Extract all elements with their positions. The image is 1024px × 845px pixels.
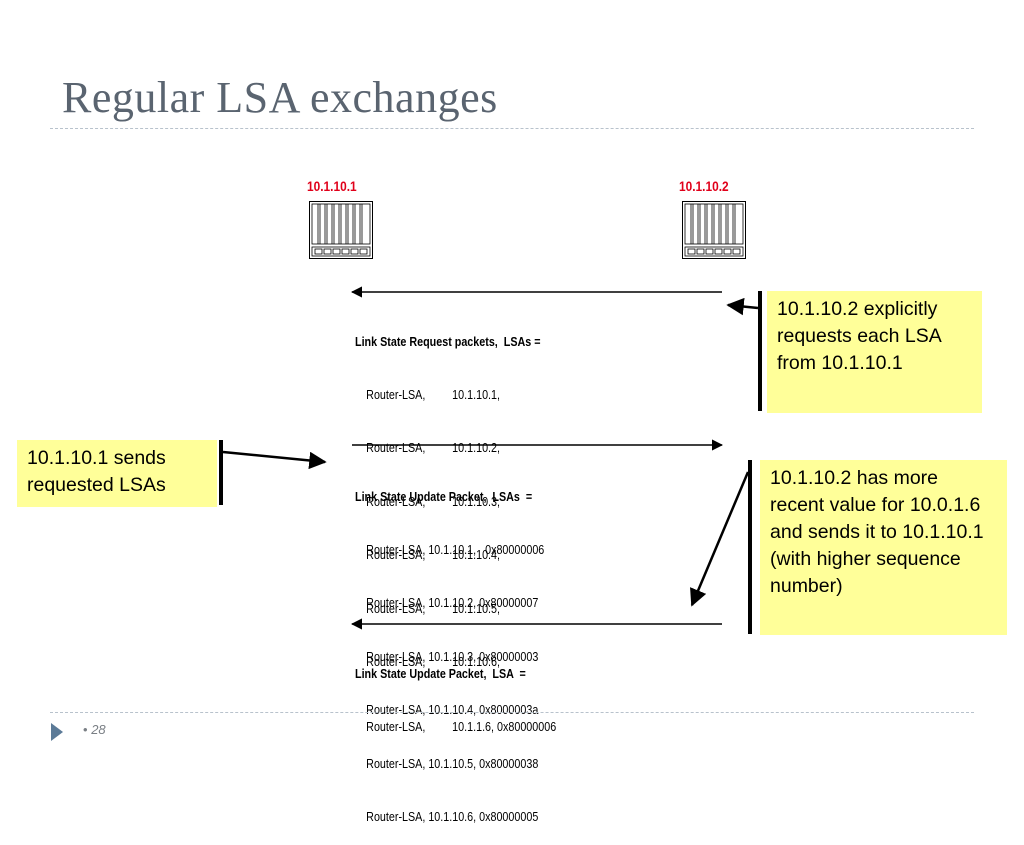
request-row: Router-LSA,10.1.10.4, (366, 548, 501, 563)
request-row: Router-LSA,10.1.10.5, (366, 601, 501, 616)
sequence-arrows (219, 286, 762, 634)
recent-value-note: 10.1.10.2 has more recent value for 10.0… (760, 460, 1007, 635)
router-right-label: 10.1.10.2 (679, 178, 729, 194)
request-message: Link State Request packets, LSAs = Route… (355, 298, 541, 690)
request-row: Router-LSA,10.1.10.2, (366, 441, 501, 456)
router-right-icon (682, 201, 746, 259)
update1-row: Router-LSA, 10.1.10.2, 0x80000007 (366, 596, 539, 611)
update2-header: Link State Update Packet, LSA = (355, 666, 526, 681)
update1-row: Router-LSA, 10.1.10.4, 0x8000003a (366, 703, 539, 718)
title-divider (50, 128, 974, 129)
router-left-label: 10.1.10.1 (307, 178, 357, 194)
recent-note-pointer (690, 471, 750, 607)
footer-arrow-icon (51, 723, 63, 741)
request-note: 10.1.10.2 explicitly requests each LSA f… (767, 291, 982, 413)
update2-row: Router-LSA,10.1.1.6, 0x80000006 (366, 719, 557, 734)
sends-note-pointer (222, 450, 327, 470)
request-row: Router-LSA,10.1.10.3, (366, 494, 501, 509)
request-row: Router-LSA,10.1.10.6, (366, 654, 501, 669)
update1-row: Router-LSA, 10.1.10.6, 0x80000005 (366, 809, 539, 824)
update-message-2: Link State Update Packet, LSA = Router-L… (355, 630, 556, 755)
request-note-pointer (726, 297, 759, 316)
page-number: • 28 (83, 722, 106, 737)
update1-row: Router-LSA, 10.1.10.3, 0x80000003 (366, 649, 539, 664)
slide-title: Regular LSA exchanges (62, 73, 498, 122)
sends-note: 10.1.10.1 sends requested LSAs (17, 440, 217, 507)
request-header: Link State Request packets, LSAs = (355, 334, 541, 349)
footer-divider (50, 712, 974, 713)
request-row: Router-LSA,10.1.10.1, (366, 387, 501, 402)
update1-row: Router-LSA, 10.1.10.1, 0x80000006 (366, 542, 545, 557)
update1-row: Router-LSA, 10.1.10.5, 0x80000038 (366, 756, 539, 771)
update1-header: Link State Update Packet, LSAs = (355, 489, 533, 504)
router-left-icon (309, 201, 373, 259)
